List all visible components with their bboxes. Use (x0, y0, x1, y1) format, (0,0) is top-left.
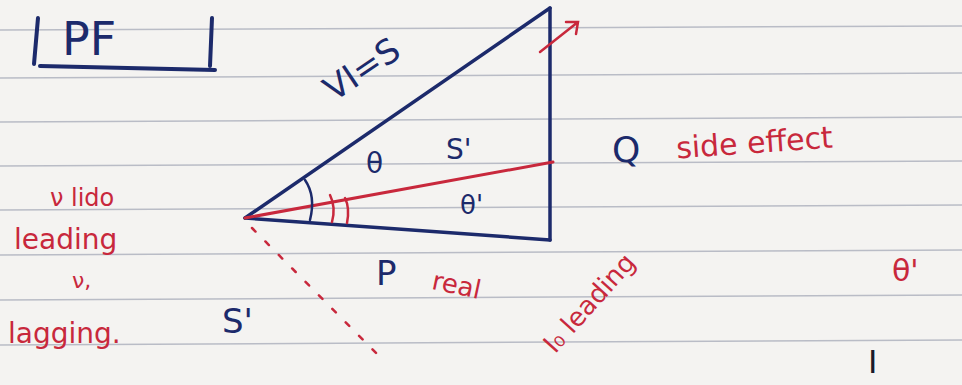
power-triangle (245, 8, 578, 362)
note-text: side effect (675, 123, 834, 164)
angle-label: θ' (892, 256, 919, 286)
pf-bracket (34, 18, 215, 70)
note-text: lagging. (8, 320, 121, 348)
note-text: leading (14, 226, 117, 254)
note-text: ν, (72, 270, 91, 292)
note-text: I₀ leading (539, 249, 640, 357)
apparent-power-label: S' (446, 136, 471, 164)
paper-lines (0, 26, 962, 345)
apparent-power-label: S' (222, 304, 253, 338)
angle-label: θ (366, 150, 383, 178)
reactive-power-label: Q (612, 132, 640, 168)
angle-label: θ' (460, 192, 483, 218)
real-power-label: P (376, 256, 397, 290)
note-text: ν lido (50, 186, 114, 210)
heading-text: PF (62, 16, 116, 62)
current-label: I (868, 346, 877, 378)
hypotenuse-label: VI=S (318, 32, 406, 107)
